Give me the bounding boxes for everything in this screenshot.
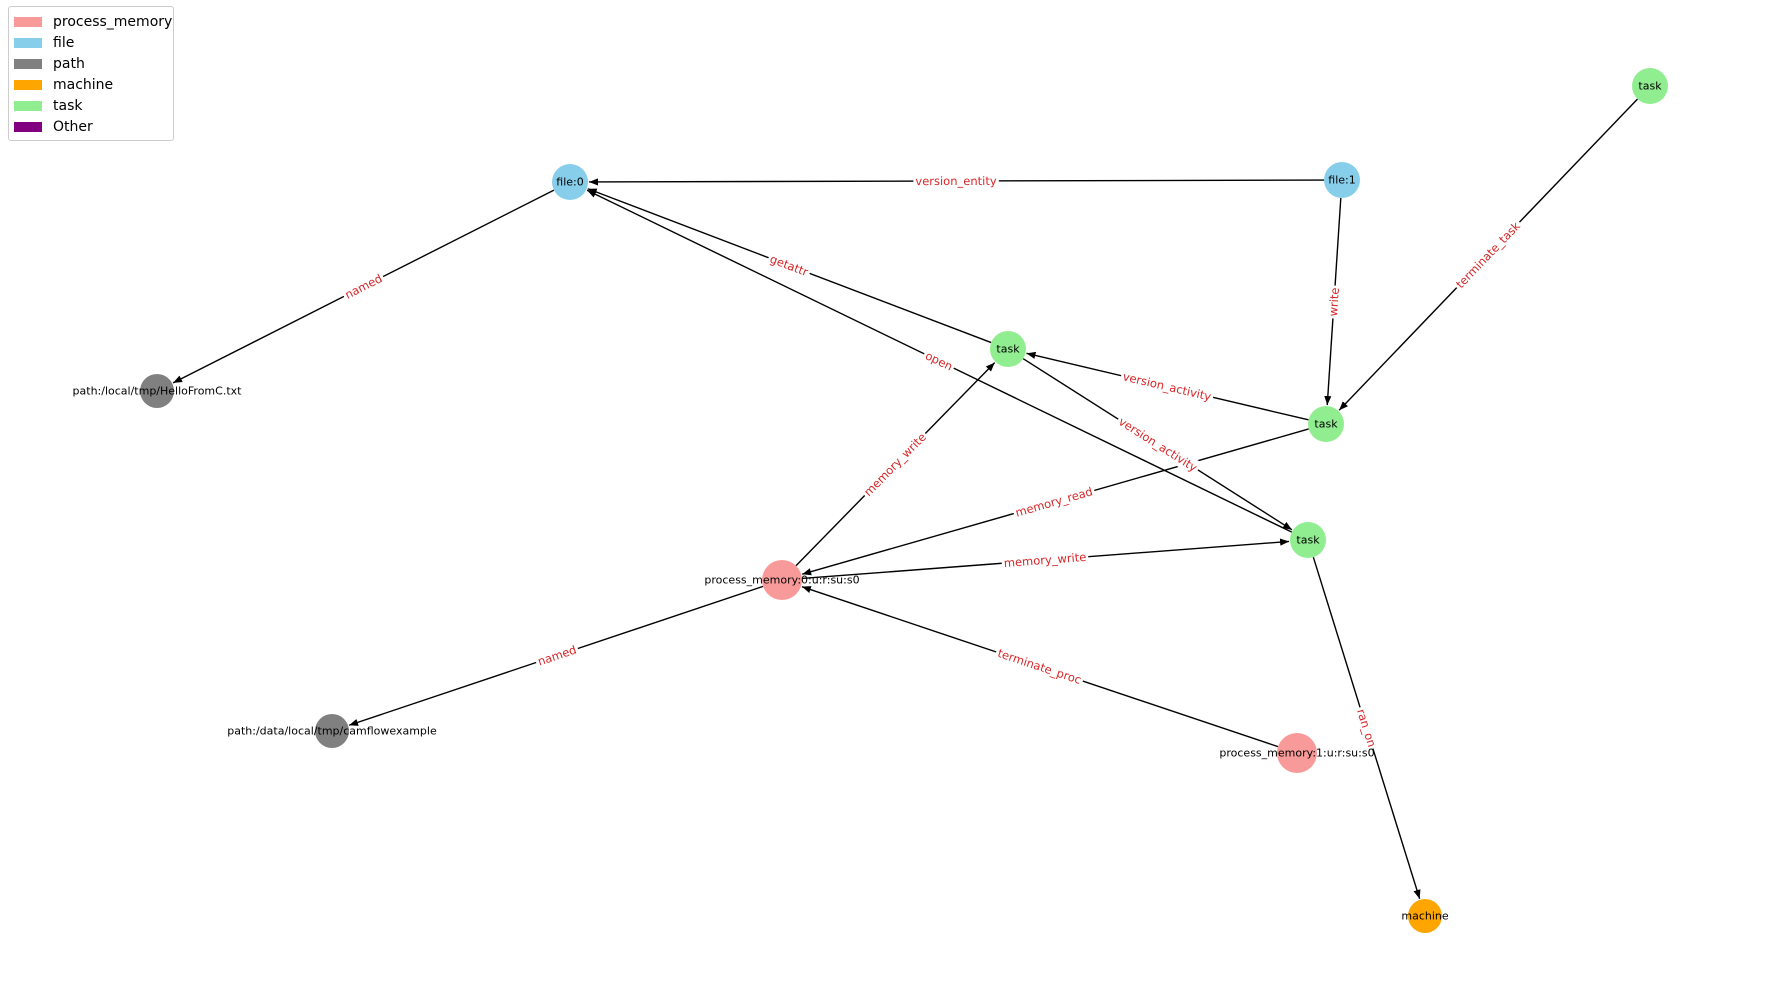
edge-label-background — [1119, 367, 1215, 406]
edge-label-group: terminate_proc — [993, 644, 1086, 689]
edge-label-background — [1324, 285, 1344, 319]
edge-label-ran-on: ran_on — [1354, 707, 1379, 749]
nodes-layer: file:0 file:1 task task task task path:/local/… — [73, 68, 1668, 933]
node-label-taskLow: task — [1296, 534, 1320, 547]
edge-label-background — [1113, 412, 1203, 477]
node-label-path1: path:/local/tmp/HelloFromC.txt — [73, 385, 243, 398]
node-task — [990, 331, 1026, 367]
edge-label-group: memory_write — [858, 427, 932, 502]
legend-item-path: path — [14, 53, 167, 74]
edge-label-background — [913, 172, 999, 190]
legend-label-task: task — [53, 97, 83, 114]
edge-label-background — [340, 269, 387, 304]
legend-item-process-memory: process_memory — [14, 11, 172, 32]
node-process-memory — [762, 560, 802, 600]
legend-swatch-task — [14, 100, 42, 111]
edge-label-group: named — [533, 640, 581, 671]
edge-label-terminate-task: terminate_task — [1453, 219, 1523, 291]
legend-item-other: Other — [14, 116, 167, 137]
edge-label-group: ran_on — [1352, 705, 1381, 751]
edge-label-group: memory_write — [1001, 548, 1089, 572]
legend-label-machine: machine — [53, 76, 114, 93]
edge-label-getattr: getattr — [768, 252, 810, 279]
legend-item-file: file — [14, 32, 167, 53]
node-task — [1308, 406, 1344, 442]
legend-label-other: Other — [53, 118, 93, 135]
edge-label-memory-write: memory_write — [861, 430, 929, 499]
legend-swatch-other — [14, 121, 42, 132]
edge-label-background — [1352, 705, 1381, 751]
legend-item-machine: machine — [14, 74, 167, 95]
edge-label-version-activity: version_activity — [1116, 414, 1200, 474]
node-label-file1: file:1 — [1328, 174, 1355, 187]
edge-label-group: version_entity — [913, 172, 999, 190]
edge-label-group: open — [920, 346, 958, 376]
node-task — [1290, 522, 1326, 558]
legend-label-file: file — [53, 34, 75, 51]
legend-swatch-process-memory — [14, 16, 42, 27]
legend-swatch-file — [14, 37, 42, 48]
legend-label-path: path — [53, 55, 85, 72]
legend-item-task: task — [14, 95, 167, 116]
edge-label-group: memory_read — [1011, 482, 1097, 522]
node-path — [315, 714, 349, 748]
edge-label-group: terminate_task — [1450, 216, 1526, 294]
edge-label-memory-write: memory_write — [1003, 550, 1087, 570]
legend-label-process-memory: process_memory — [53, 13, 173, 30]
edge-label-background — [1001, 548, 1089, 572]
node-task — [1632, 68, 1668, 104]
legend-swatch-machine — [14, 79, 42, 90]
node-process-memory — [1277, 733, 1317, 773]
edge-label-group: write — [1324, 285, 1344, 319]
node-file — [1324, 162, 1360, 198]
node-path — [140, 374, 174, 408]
edge-label-background — [993, 644, 1086, 689]
edge-label-group: named — [340, 269, 387, 304]
edge-label-named: named — [536, 643, 578, 669]
edge-label-version-entity: version_entity — [915, 174, 996, 188]
node-label-pm1: process_memory:1:u:r:su:s0 — [1219, 747, 1374, 760]
edge-label-background — [765, 250, 813, 281]
node-label-taskMid: task — [996, 343, 1020, 356]
node-label-path2: path:/data/local/tmp/camflowexample — [227, 725, 437, 738]
node-machine — [1408, 899, 1442, 933]
node-label-taskTR: task — [1638, 80, 1662, 93]
edge-label-background — [533, 640, 581, 671]
edge-label-terminate-proc: terminate_proc — [996, 646, 1083, 687]
edge-label-named: named — [343, 271, 385, 302]
node-label-machine: machine — [1401, 910, 1449, 923]
edge-label-group: version_activity — [1119, 367, 1215, 406]
edges-layer — [172, 98, 1639, 900]
edge-label-write: write — [1326, 287, 1342, 317]
legend: process_memory file path machine task Ot… — [8, 6, 174, 141]
edge-label-background — [920, 346, 958, 376]
node-file — [552, 164, 588, 200]
edge-label-background — [858, 427, 932, 502]
node-label-taskR: task — [1314, 418, 1338, 431]
node-label-file0: file:0 — [556, 176, 583, 189]
legend-swatch-path — [14, 58, 42, 69]
edge-label-background — [1450, 216, 1526, 294]
node-label-pm0: process_memory:0:u:r:su:s0 — [704, 574, 859, 587]
edge-label-background — [1011, 482, 1097, 522]
edge-label-group: getattr — [765, 250, 813, 281]
